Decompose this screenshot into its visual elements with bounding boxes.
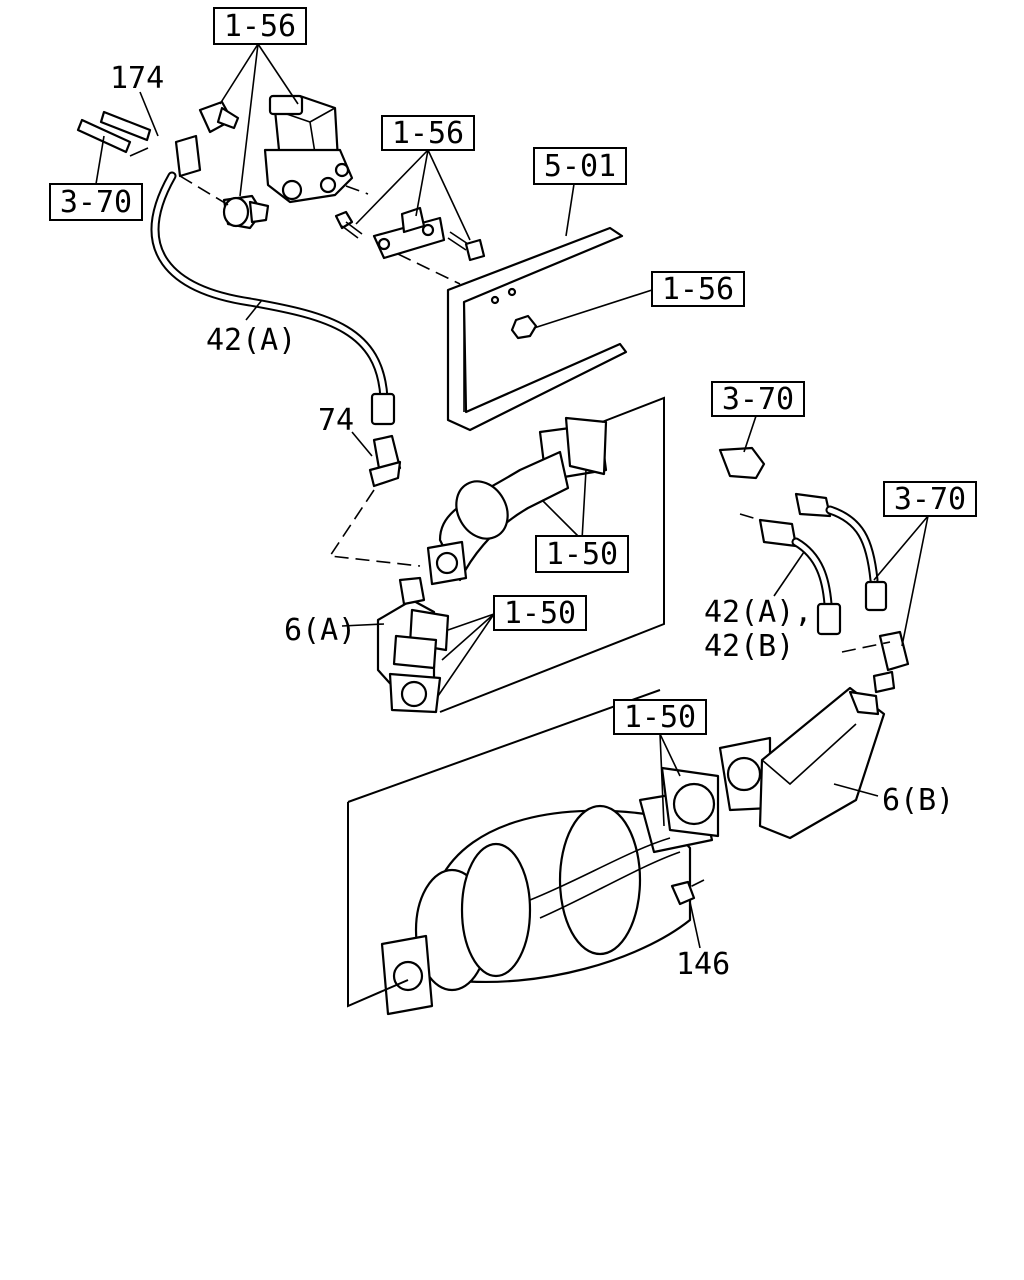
ref-3-70-left: 3-70 <box>49 183 143 221</box>
ref-1-50-center: 1-50 <box>535 535 629 573</box>
outlet-housing-6b <box>718 686 886 840</box>
svg-text:1-56: 1-56 <box>392 116 464 151</box>
ref-5-01: 5-01 <box>533 147 627 185</box>
leader-lines <box>95 43 929 949</box>
ref-1-56-right: 1-56 <box>651 271 745 307</box>
svg-text:1-56: 1-56 <box>662 272 734 307</box>
label-42ab-line1: 42(A), <box>704 595 812 630</box>
mounting-bracket <box>372 206 446 260</box>
nut-on-frame <box>510 314 538 340</box>
label-42a: 42(A) <box>206 323 296 358</box>
hose-left <box>150 134 396 426</box>
label-146: 146 <box>676 947 730 982</box>
ref-1-50-left: 1-50 <box>493 595 587 631</box>
label-42ab-line2: 42(B) <box>704 629 794 664</box>
label-174: 174 <box>110 61 164 96</box>
svg-text:5-01: 5-01 <box>544 149 616 184</box>
svg-text:1-56: 1-56 <box>224 9 296 44</box>
svg-text:1-50: 1-50 <box>624 700 696 735</box>
tee-fitting-74 <box>368 434 402 488</box>
ref-1-56-top: 1-56 <box>213 7 307 45</box>
sensor-hoses-right <box>718 446 910 694</box>
dpf-canister <box>380 766 720 1016</box>
label-6a: 6(A) <box>284 613 356 648</box>
label-74: 74 <box>318 403 354 438</box>
ref-3-70-right-top: 3-70 <box>711 381 805 417</box>
ref-1-50-bottom: 1-50 <box>613 699 707 735</box>
sensor-rods <box>76 110 152 154</box>
svg-text:3-70: 3-70 <box>894 482 966 517</box>
elbow-fitting-upper <box>198 100 240 134</box>
label-6b: 6(B) <box>882 783 954 818</box>
frame-channel <box>446 226 628 432</box>
exhaust-pipe-center <box>426 416 608 586</box>
elbow-fitting-lower <box>222 194 270 230</box>
sub-assembly-frames <box>347 396 665 1008</box>
ref-3-70-right-mid: 3-70 <box>883 481 977 517</box>
bolt-right <box>447 231 486 262</box>
svg-text:1-50: 1-50 <box>504 596 576 631</box>
ref-1-56-mid: 1-56 <box>381 115 475 151</box>
svg-text:1-50: 1-50 <box>546 537 618 572</box>
bolt-left <box>334 210 363 239</box>
assembly-dash-lines <box>179 175 891 889</box>
svg-text:3-70: 3-70 <box>60 185 132 220</box>
solenoid-valve <box>263 94 354 204</box>
outlet-elbow-6a <box>376 576 450 714</box>
svg-text:3-70: 3-70 <box>722 382 794 417</box>
